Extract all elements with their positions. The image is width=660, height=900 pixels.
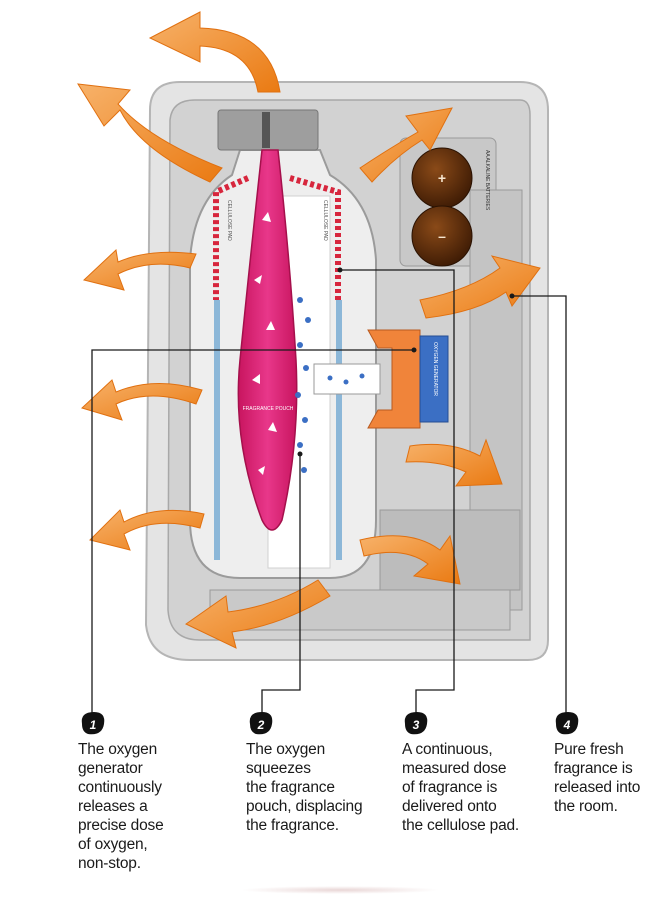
leader-line-2 (261, 454, 301, 718)
airflow-arrows (77, 11, 541, 649)
arrow-right-lower (359, 534, 461, 585)
leader-line-4 (512, 295, 567, 718)
battery-minus-label: – (438, 228, 446, 244)
delivery-channel (313, 363, 381, 395)
arrow-top-left (77, 83, 223, 183)
oxygen-generator-label: OXYGEN GENERATOR (432, 342, 438, 396)
step-4-description: Pure fresh fragrance is released into th… (554, 741, 641, 815)
arrow-left-lower (89, 509, 205, 551)
fragrance-flecks (252, 212, 277, 475)
right-tube (336, 300, 342, 560)
fragrance-pouch-label: FRAGRANCE POUCH (243, 406, 294, 412)
step-badge-3: 3 (404, 712, 428, 735)
step-badge-1: 1 (81, 712, 105, 735)
arrow-left-upper (82, 248, 197, 291)
oxygen-generator (419, 335, 449, 423)
step-badge-2: 2 (249, 712, 273, 735)
cellulose-pad-right-border (289, 175, 341, 300)
footer-smudge (240, 886, 440, 894)
cap-stem (262, 112, 270, 148)
arrow-left-middle (81, 379, 203, 421)
step-1-description: The oxygen generator continuously releas… (78, 741, 164, 872)
fragrance-pouch (237, 149, 298, 531)
step-2-description: The oxygen squeezes the fragrance pouch,… (246, 741, 363, 834)
step-badge-1-number: 1 (90, 718, 97, 732)
cellulose-pad-left-border (213, 175, 250, 300)
step-badge-2-number: 2 (257, 718, 265, 732)
step-badge-3-number: 3 (413, 718, 420, 732)
arrow-bottom (185, 579, 331, 649)
battery-negative (411, 205, 473, 267)
step-3-description: A continuous, measured dose of fragrance… (402, 741, 520, 834)
cellulose-pad-right-label: CELLULOSE PAD (322, 200, 328, 241)
channel-flecks (327, 373, 365, 385)
cellulose-pad-left-label: CELLULOSE PAD (226, 200, 232, 241)
oxygen-bubbles (295, 297, 311, 473)
leader-line-1 (91, 349, 414, 718)
leader-lines (91, 269, 567, 718)
leader-dots (297, 267, 515, 457)
arrow-top-right (359, 107, 453, 183)
step-badge-4-number: 4 (563, 718, 571, 732)
arrow-top-curved (148, 11, 281, 93)
battery-plus-label: + (438, 170, 446, 186)
left-tube (214, 300, 220, 560)
leader-line-3 (340, 269, 455, 718)
step-badge-4: 4 (555, 712, 579, 735)
battery-caption: AA ALKALINE BATTERIES (484, 150, 490, 211)
